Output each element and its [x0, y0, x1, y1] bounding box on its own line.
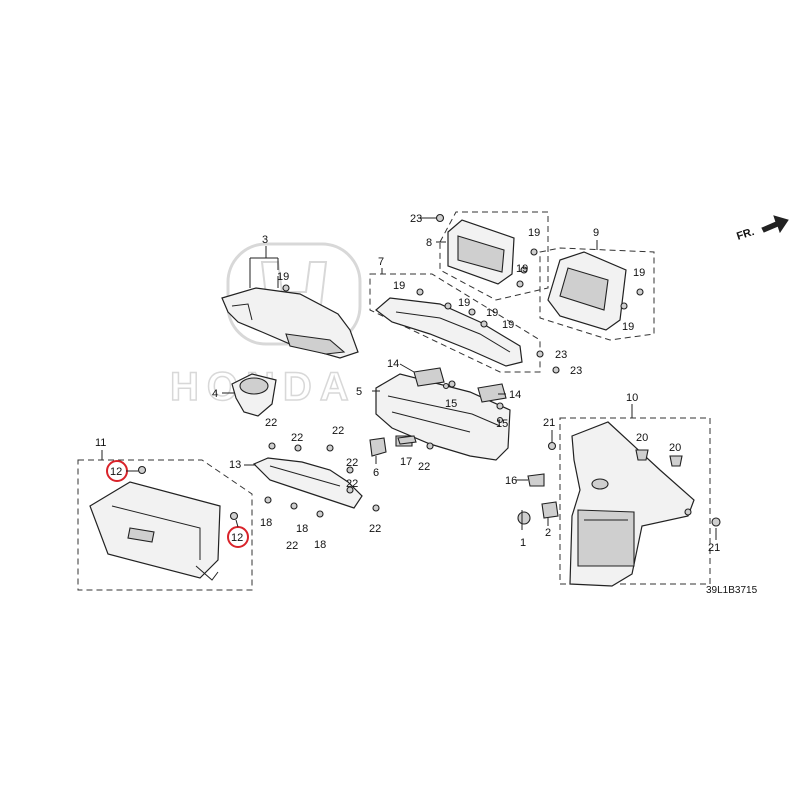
- small-parts: [397, 382, 559, 525]
- callout-12b: 12: [231, 532, 243, 544]
- part-3-lower-panel: [221, 246, 359, 359]
- callout-21a: 21: [543, 417, 555, 429]
- callout-1: 1: [520, 537, 526, 549]
- callout-19b: 19: [393, 280, 405, 292]
- part-6-switch: [369, 437, 387, 464]
- callout-22a: 22: [265, 417, 277, 429]
- part-13-bracket: [244, 442, 380, 518]
- callout-16: 16: [505, 475, 517, 487]
- callout-19a: 19: [277, 271, 289, 283]
- callout-6: 6: [373, 467, 379, 479]
- callout-14a: 14: [387, 358, 399, 370]
- callout-23c: 23: [570, 365, 582, 377]
- callout-14b: 14: [509, 389, 521, 401]
- callout-22b: 22: [291, 432, 303, 444]
- callout-18c: 18: [314, 539, 326, 551]
- part-2-switch: [541, 501, 559, 519]
- part-10-console: [547, 404, 721, 587]
- callout-15a: 15: [445, 398, 457, 410]
- callout-22f: 22: [369, 523, 381, 535]
- callout-19d: 19: [486, 307, 498, 319]
- callout-19f: 19: [528, 227, 540, 239]
- callout-18a: 18: [260, 517, 272, 529]
- callout-23b: 23: [555, 349, 567, 361]
- part-5-center-frame: [375, 367, 511, 461]
- callout-21b: 21: [708, 542, 720, 554]
- callout-23a: 23: [410, 213, 422, 225]
- part-7-garnish: [369, 268, 560, 374]
- part-8-display-bezel: [435, 211, 549, 301]
- callout-20b: 20: [669, 442, 681, 454]
- callout-19g: 19: [516, 263, 528, 275]
- callout-3: 3: [262, 234, 268, 246]
- callout-8: 8: [426, 237, 432, 249]
- callout-22e: 22: [346, 478, 358, 490]
- part-17-clip: [397, 435, 417, 445]
- callout-labels: 1 2 3 4 5 6 7 8 9 10 11 13 14 14 15 15 1…: [95, 213, 720, 554]
- part-15a-clip: [442, 382, 450, 390]
- part-16-clip: [527, 473, 545, 487]
- callout-19c: 19: [458, 297, 470, 309]
- callout-7: 7: [378, 256, 384, 268]
- callout-9: 9: [593, 227, 599, 239]
- callout-22d: 22: [346, 457, 358, 469]
- callout-4: 4: [212, 388, 218, 400]
- callout-17: 17: [400, 456, 412, 468]
- callout-22c: 22: [332, 425, 344, 437]
- callout-15b: 15: [496, 418, 508, 430]
- part-9-vent-bezel: [539, 240, 655, 341]
- callout-10: 10: [626, 392, 638, 404]
- callout-22g: 22: [286, 540, 298, 552]
- diagram-code: 39L1B3715: [706, 585, 758, 596]
- callout-19i: 19: [622, 321, 634, 333]
- part-1-switch: [517, 511, 531, 525]
- callout-12a: 12: [110, 466, 122, 478]
- callout-20a: 20: [636, 432, 648, 444]
- leader-lines: [126, 217, 717, 540]
- front-label: FR.: [735, 226, 756, 243]
- part-15b-clip: [496, 416, 504, 424]
- callout-5: 5: [356, 386, 362, 398]
- callout-11: 11: [95, 437, 106, 449]
- part-11-glove-box: [77, 450, 253, 591]
- front-direction-indicator: FR.: [735, 215, 789, 243]
- callout-2: 2: [545, 527, 551, 539]
- callout-19e: 19: [502, 319, 514, 331]
- callout-19h: 19: [633, 267, 645, 279]
- callout-18b: 18: [296, 523, 308, 535]
- front-arrow-icon: [761, 215, 789, 234]
- callout-22h: 22: [418, 461, 430, 473]
- part-4-cup-holder: [222, 373, 277, 417]
- callout-13: 13: [229, 459, 241, 471]
